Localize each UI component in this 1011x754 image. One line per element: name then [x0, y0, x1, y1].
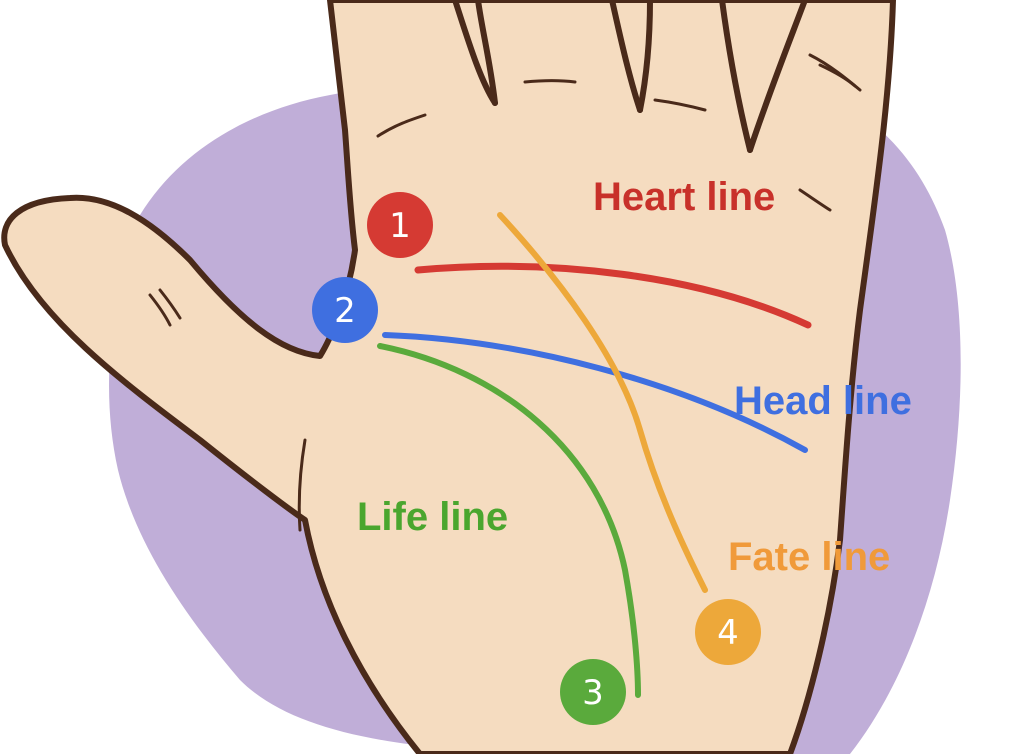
marker-2-number: 2: [334, 291, 356, 331]
finger-gap-2b: [637, 0, 653, 113]
heart-line: [414, 262, 812, 329]
crease-1: [376, 113, 427, 138]
life-line: [377, 343, 641, 698]
marker-4: 4: [695, 599, 761, 665]
crease-6: [798, 188, 832, 212]
crease-2: [523, 79, 577, 84]
fate-line: [497, 212, 708, 593]
palm-edge-left: [297, 438, 307, 532]
head-line-label: Head line: [734, 379, 912, 423]
finger-gap-1b: [475, 0, 498, 106]
hand-shape: [1, 0, 896, 754]
thumb-crease-1: [148, 293, 172, 327]
finger-gap-3: [719, 0, 753, 153]
fate-line-label: Fate line: [728, 535, 890, 579]
marker-1: 1: [367, 192, 433, 258]
crease-4: [808, 53, 862, 92]
marker-2: 2: [312, 277, 378, 343]
head-line: [382, 332, 808, 453]
marker-4-number: 4: [717, 613, 739, 653]
marker-3-number: 3: [582, 673, 604, 713]
heart-line-label: Heart line: [593, 175, 775, 219]
finger-gap-2: [609, 0, 643, 113]
marker-3: 3: [560, 659, 626, 725]
crease-5: [818, 63, 857, 88]
life-line-label: Life line: [357, 495, 508, 539]
crease-3: [653, 98, 707, 112]
marker-4-circle: [695, 599, 761, 665]
thumb-crease-2: [158, 288, 182, 320]
finger-gap-3b: [747, 0, 808, 153]
marker-1-circle: [367, 192, 433, 258]
finger-gap-1: [452, 0, 498, 106]
marker-3-circle: [560, 659, 626, 725]
marker-1-number: 1: [389, 206, 411, 246]
marker-2-circle: [312, 277, 378, 343]
